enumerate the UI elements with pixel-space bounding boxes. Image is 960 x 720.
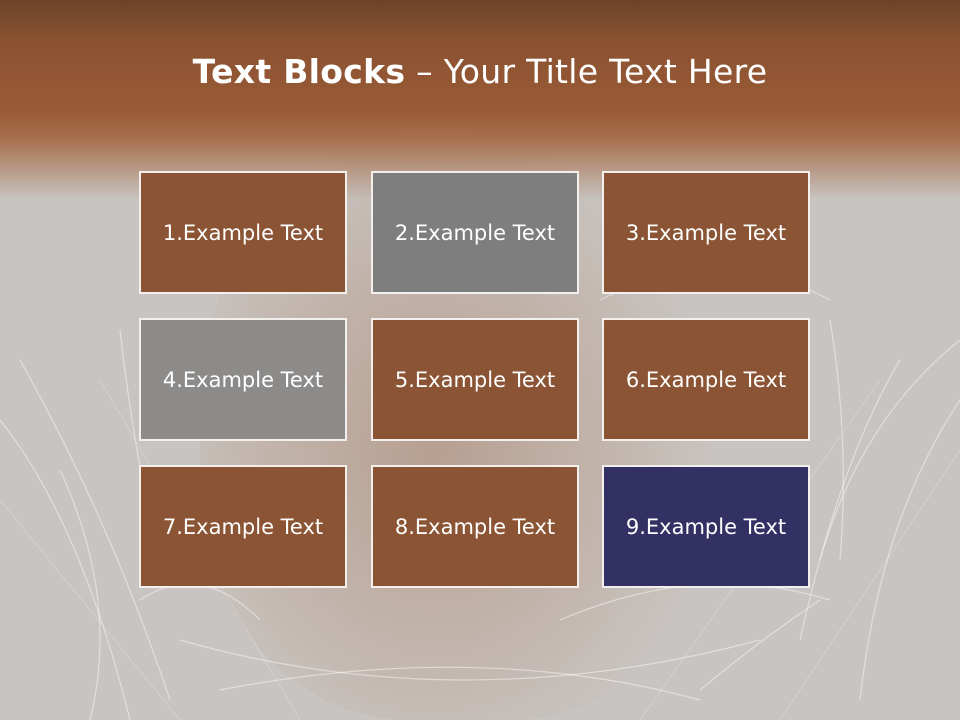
text-block-5[interactable]: 5.Example Text <box>371 318 579 441</box>
title-bold-part: Text Blocks <box>192 52 406 91</box>
text-block-8-label: 8.Example Text <box>394 514 556 539</box>
text-block-2[interactable]: 2.Example Text <box>371 171 579 294</box>
title-rest-part: Your Title Text Here <box>443 52 768 91</box>
text-block-9[interactable]: 9.Example Text <box>602 465 810 588</box>
title-separator: – <box>405 52 444 91</box>
text-block-3[interactable]: 3.Example Text <box>602 171 810 294</box>
text-block-5-label: 5.Example Text <box>394 367 556 392</box>
text-block-6[interactable]: 6.Example Text <box>602 318 810 441</box>
text-block-4-label: 4.Example Text <box>162 367 324 392</box>
text-block-2-label: 2.Example Text <box>394 220 556 245</box>
text-block-7[interactable]: 7.Example Text <box>139 465 347 588</box>
text-block-7-label: 7.Example Text <box>162 514 324 539</box>
text-block-1[interactable]: 1.Example Text <box>139 171 347 294</box>
title-band <box>0 0 960 200</box>
text-block-9-label: 9.Example Text <box>625 514 787 539</box>
text-block-8[interactable]: 8.Example Text <box>371 465 579 588</box>
text-block-3-label: 3.Example Text <box>625 220 787 245</box>
text-block-6-label: 6.Example Text <box>625 367 787 392</box>
slide-title: Text Blocks – Your Title Text Here <box>0 52 960 91</box>
text-block-grid: 1.Example Text 2.Example Text 3.Example … <box>139 171 815 593</box>
text-block-4[interactable]: 4.Example Text <box>139 318 347 441</box>
text-block-1-label: 1.Example Text <box>162 220 324 245</box>
